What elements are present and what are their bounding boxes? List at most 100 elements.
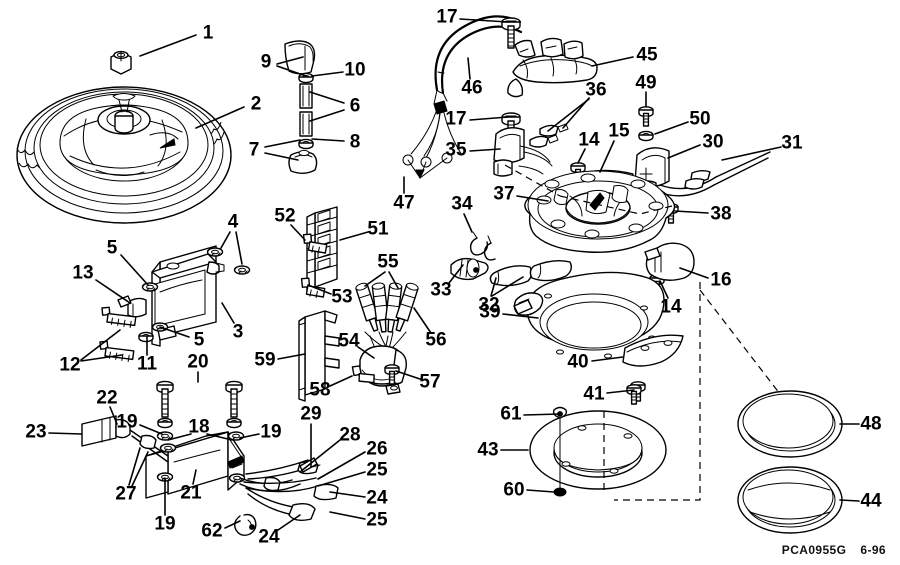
callout-number-25: 25 (366, 459, 388, 481)
leader-line-36b (547, 98, 590, 132)
callout-number-33: 33 (430, 279, 452, 301)
callout-number-13: 13 (72, 262, 94, 284)
cover-plate-16 (644, 242, 695, 281)
callout-number-57: 57 (419, 371, 441, 393)
leader-line-25 (329, 511, 366, 520)
callout-number-37: 37 (493, 183, 515, 205)
callout-number-50: 50 (689, 108, 711, 130)
leader-line-62 (224, 520, 241, 529)
callout-number-31: 31 (781, 132, 803, 154)
callout-number-12: 12 (59, 354, 81, 376)
leader-line-8 (311, 138, 345, 142)
callout-number-11: 11 (136, 353, 158, 375)
callout-number-25: 25 (366, 509, 388, 531)
callout-number-4: 4 (227, 211, 239, 233)
callout-number-2: 2 (250, 93, 262, 115)
leader-line-18 (167, 433, 192, 441)
leader-line-51 (339, 231, 369, 241)
callout-number-62: 62 (201, 520, 223, 542)
leader-line-23 (48, 432, 83, 435)
charge-coil-35 (493, 127, 553, 177)
leader-line-56 (413, 307, 432, 334)
callout-number-17: 17 (436, 6, 458, 28)
leader-line-25 (317, 471, 366, 487)
callout-number-61: 61 (500, 403, 522, 425)
leader-line-26 (317, 451, 366, 480)
callout-number-5: 5 (106, 237, 118, 259)
armature-plate-37 (524, 170, 676, 253)
leader-line-1 (139, 34, 197, 57)
leader-line-16 (679, 267, 709, 279)
callout-number-7: 7 (248, 139, 260, 161)
leader-line-61 (523, 413, 561, 416)
leader-line-59 (277, 353, 306, 360)
leader-line-32 (490, 277, 497, 297)
callout-number-23: 23 (25, 421, 47, 443)
leader-line-44 (839, 499, 860, 502)
spark-plugs-55-56 (355, 282, 419, 349)
leader-line-24 (277, 514, 301, 531)
callout-leader-lines (48, 18, 860, 531)
leader-line-22 (109, 406, 118, 425)
callout-number-35: 35 (445, 139, 467, 161)
callout-number-44: 44 (860, 490, 882, 512)
leader-line-38 (674, 210, 709, 214)
callout-number-58: 58 (309, 379, 331, 401)
callout-number-49: 49 (635, 72, 657, 94)
assembly-dashed-lines (504, 164, 781, 501)
leader-line-4b (235, 231, 243, 265)
leader-line-17 (459, 18, 509, 23)
leader-line-33 (448, 264, 464, 284)
leader-line-15 (599, 140, 615, 173)
leader-line-31 (721, 146, 782, 161)
leader-line-45 (591, 56, 634, 67)
leader-line-17 (469, 116, 509, 121)
bracket-rail-59 (298, 310, 340, 402)
callout-number-32: 32 (478, 294, 500, 316)
callout-number-47: 47 (393, 192, 415, 214)
leader-line-30 (667, 144, 701, 159)
timer-base-39 (513, 271, 665, 359)
callout-number-26: 26 (366, 438, 388, 460)
callout-number-28: 28 (339, 424, 361, 446)
leader-line-13 (95, 279, 131, 304)
leader-line-14 (577, 148, 586, 164)
callout-number-60: 60 (503, 479, 525, 501)
leader-line-10 (311, 71, 344, 77)
leader-line-27b (131, 451, 149, 487)
leader-line-40 (591, 356, 624, 362)
callout-number-3: 3 (232, 321, 244, 343)
callout-number-36: 36 (585, 79, 607, 101)
callout-number-45: 45 (636, 44, 658, 66)
callout-number-40: 40 (567, 351, 589, 373)
leader-line-18b (206, 433, 233, 441)
leader-line-7b (264, 152, 299, 161)
leader-line-60 (526, 489, 555, 493)
callout-number-16: 16 (710, 269, 732, 291)
callout-number-1: 1 (202, 22, 214, 44)
starter-solenoid-54 (359, 335, 407, 395)
callout-number-43: 43 (477, 439, 499, 461)
callout-number-14: 14 (660, 296, 682, 318)
callout-number-55: 55 (377, 251, 399, 273)
leader-line-6b (309, 109, 345, 122)
callout-number-20: 20 (187, 351, 209, 373)
callout-number-46: 46 (461, 77, 483, 99)
leader-line-5 (159, 326, 190, 338)
leader-line-12 (80, 329, 121, 361)
callout-number-51: 51 (367, 218, 389, 240)
callout-number-39: 39 (479, 301, 501, 323)
bushing-33 (450, 257, 489, 281)
retainer-segment-40 (622, 334, 684, 367)
callout-number-59: 59 (254, 349, 276, 371)
leader-line-12b (80, 354, 123, 362)
drawing-date: 6-96 (860, 543, 886, 557)
callout-number-24: 24 (258, 526, 280, 548)
callout-number-24: 24 (366, 487, 388, 509)
leader-line-19 (139, 424, 163, 435)
leader-line-34 (463, 213, 473, 233)
callout-number-19: 19 (116, 411, 138, 433)
callout-number-41: 41 (583, 383, 605, 405)
